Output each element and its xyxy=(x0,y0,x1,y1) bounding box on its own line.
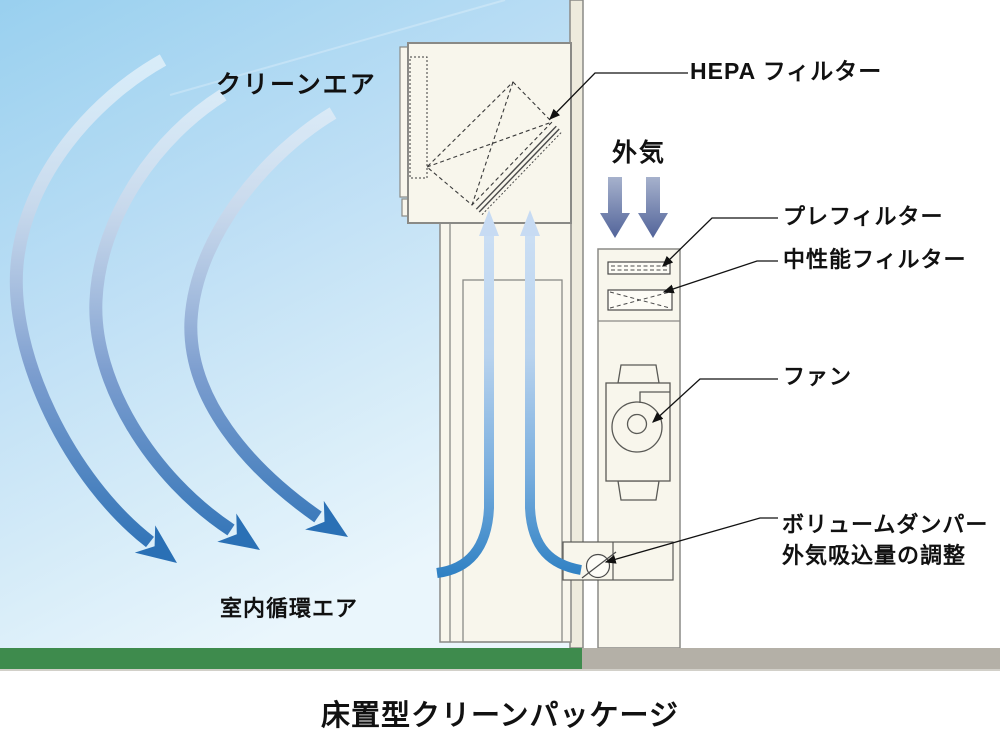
leader-fan xyxy=(652,378,778,423)
clean-air-arrowhead-1 xyxy=(134,525,177,563)
internal-airflow-arrows xyxy=(436,210,582,578)
leader-pre-filter xyxy=(662,217,778,267)
outside-air-down-arrows xyxy=(600,177,668,238)
label-pre-filter: プレフィルター xyxy=(783,204,944,229)
outside-air-arrow-1 xyxy=(600,177,630,238)
leader-medium-filter xyxy=(662,260,778,294)
hepa-filter-element xyxy=(475,125,563,216)
clean-air-arrowhead-2 xyxy=(217,513,260,550)
up-arrowhead-right xyxy=(520,210,540,236)
label-volume-damper-line1: ボリュームダンパー xyxy=(782,512,989,537)
hepa-inlet-dotted xyxy=(409,56,428,179)
floor-indoor-green xyxy=(0,648,582,669)
fan-assembly xyxy=(605,364,671,501)
column-body xyxy=(439,222,572,643)
floor-shadow-line xyxy=(0,669,1000,671)
label-volume-damper-line2: 外気吸込量の調整 xyxy=(782,543,967,568)
floor-outdoor-gray xyxy=(582,648,1000,669)
leader-damper xyxy=(604,517,778,564)
label-hepa-filter: HEPA フィルター xyxy=(690,58,883,84)
label-medium-filter: 中性能フィルター xyxy=(783,247,967,272)
hepa-box xyxy=(407,42,572,224)
hepa-box-flange xyxy=(399,46,409,198)
leader-lines xyxy=(549,72,778,564)
label-clean-air: クリーンエア xyxy=(216,71,377,99)
clean-air-arrowhead-3 xyxy=(305,500,348,537)
fan-scroll xyxy=(611,401,663,453)
label-room-circulation-air: 室内循環エア xyxy=(220,596,359,621)
pre-filter-element xyxy=(607,261,671,275)
fan-housing xyxy=(605,382,671,482)
clean-unit-column xyxy=(439,222,572,643)
fan-volute-outlet xyxy=(639,391,670,403)
sky-streak xyxy=(169,0,506,96)
outside-air-arrow-2 xyxy=(638,177,668,238)
label-outside-air: 外気 xyxy=(612,139,667,167)
clean-air-flow-arrows xyxy=(9,54,348,563)
up-arrowhead-left xyxy=(479,210,499,236)
label-fan: ファン xyxy=(783,364,853,389)
fan-top-duct xyxy=(617,364,660,384)
fan-bottom-duct xyxy=(617,480,660,501)
outside-air-stream xyxy=(525,233,582,575)
column-inner-panel xyxy=(462,279,563,643)
clean-air-arc-3 xyxy=(184,107,337,523)
label-volume-damper: ボリュームダンパー 外気吸込量の調整 xyxy=(782,509,988,571)
page-title: 床置型クリーンパッケージ xyxy=(321,700,679,732)
clean-air-arc-2 xyxy=(89,89,235,536)
leader-hepa xyxy=(549,72,688,120)
clean-air-arc-1 xyxy=(9,54,167,548)
medium-filter-media-x xyxy=(609,291,671,309)
hepa-filter-frame-dashed xyxy=(426,81,553,206)
room-air-stream xyxy=(436,233,494,578)
outside-air-unit xyxy=(562,248,681,649)
hepa-unit-box xyxy=(399,42,572,224)
fan-hub xyxy=(626,413,648,435)
